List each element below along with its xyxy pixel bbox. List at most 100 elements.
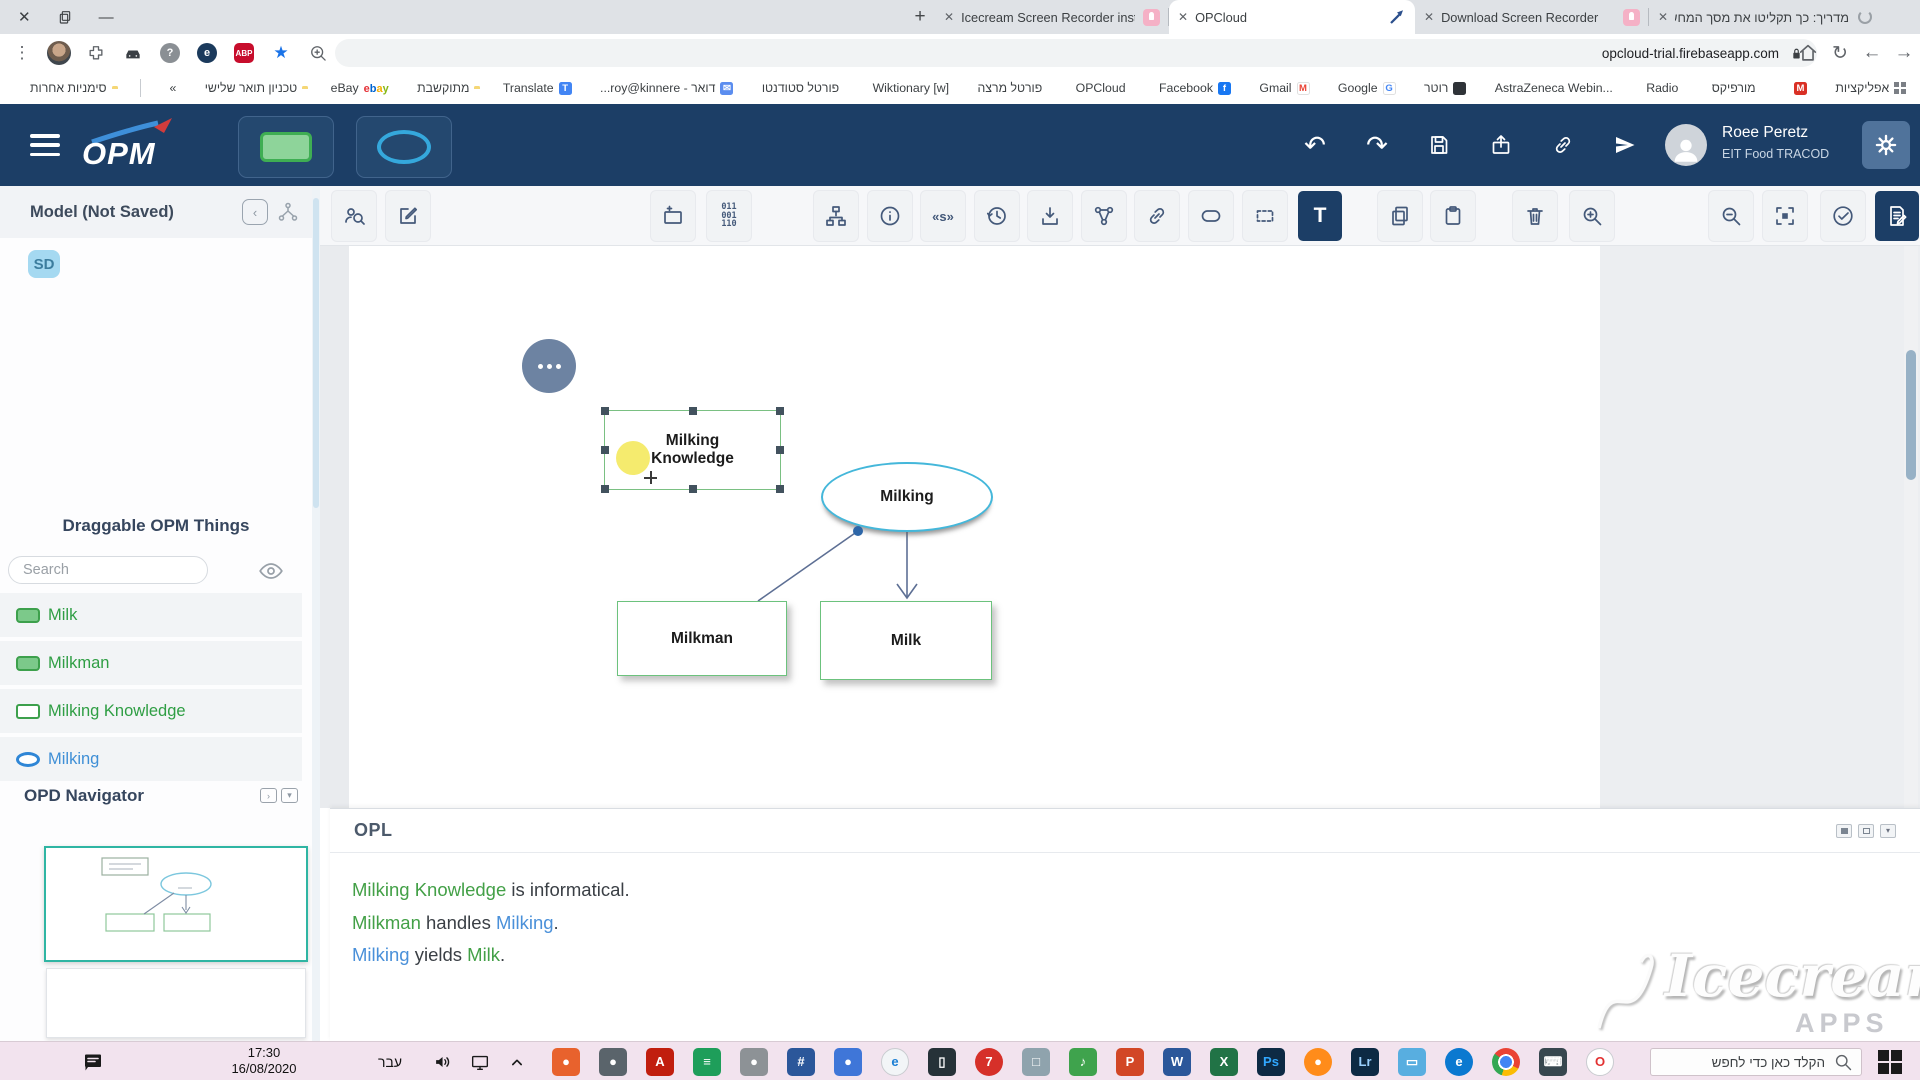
bookmark-item-19[interactable]: M [1789,81,1807,95]
network-icon[interactable] [465,1042,495,1080]
search-input[interactable] [8,556,208,584]
chevron-right-icon[interactable]: › [260,788,277,803]
edge-app[interactable]: e [1445,1047,1473,1076]
tool-history[interactable] [975,191,1019,241]
acrobat-reader-app[interactable]: A [646,1047,674,1076]
extensions-puzzle-icon[interactable] [84,41,108,65]
tool-zoom-in[interactable] [1570,191,1614,241]
taskbar-search[interactable]: הקלד כאן כדי לחפש [1650,1048,1862,1076]
opl-restore-button[interactable] [1836,823,1852,838]
display-app[interactable]: □ [1022,1047,1050,1076]
draggable-thing-milkman[interactable]: Milkman [0,641,302,685]
settings-gear-button[interactable] [1862,121,1910,169]
eye-icon[interactable] [258,558,284,584]
new-tab-button[interactable]: + [914,6,926,27]
bookmark-item-3[interactable]: טכניון תואר שלישי [204,81,298,95]
calc-table-app[interactable]: # [787,1047,815,1076]
save-button[interactable] [1420,126,1458,164]
forward-icon[interactable]: → [1894,42,1914,63]
draggable-thing-milking[interactable]: Milking [0,737,302,781]
word-app[interactable]: W [1163,1047,1191,1076]
camera-app[interactable]: ● [599,1047,627,1076]
tool-paste[interactable] [1431,191,1475,241]
icecream-recorder-app[interactable]: ● [552,1047,580,1076]
collaboration-icon[interactable] [276,200,300,224]
selection-handle[interactable] [601,485,609,493]
firefox-app[interactable]: ● [1304,1047,1332,1076]
tool-hierarchy[interactable] [814,191,858,241]
browser-tab-1[interactable]: ✕ OPCloud [1169,0,1415,34]
reload-icon[interactable]: ↻ [1832,42,1848,64]
adblock-icon[interactable]: ABP [232,41,256,65]
tool-opl-quotes[interactable]: «s» [921,191,965,241]
profile-avatar[interactable] [47,41,71,65]
language-indicator[interactable]: עבר [378,1053,403,1070]
tool-link-tool[interactable] [1135,191,1179,241]
bookmark-item-7[interactable]: דואר - roy@kinnere...✉ [600,81,734,95]
export-button[interactable] [1482,126,1520,164]
draggable-thing-milk[interactable]: Milk [0,593,302,637]
canvas-sheet[interactable] [349,246,1600,808]
chrome-app[interactable] [1492,1047,1520,1076]
media-red-app[interactable]: 7 [975,1047,1003,1076]
redo-button[interactable]: ↷ [1366,129,1388,160]
tool-select-area[interactable] [1243,191,1287,241]
chevron-down-icon[interactable]: ▾ [281,788,298,803]
bookmark-item-10[interactable]: פורטל מרצה [977,81,1043,95]
opd-navigator-thumbnail[interactable] [44,846,308,962]
tool-copy[interactable] [1378,191,1422,241]
touch-keyboard[interactable]: ⌨ [1539,1047,1567,1076]
opera-app[interactable]: O [1586,1047,1614,1076]
tool-edit-model[interactable] [386,191,430,241]
bookmark-star-icon[interactable]: ★ [273,43,289,62]
selection-handle[interactable] [689,407,697,415]
phone-app[interactable]: ▯ [928,1047,956,1076]
browser-tab-0[interactable]: ✕ Icecream Screen Recorder installe [935,0,1169,34]
edge-legacy-app[interactable]: e [881,1047,909,1076]
menu-dots-icon[interactable]: ⋮ [13,43,31,62]
question-extension-icon[interactable]: ? [158,41,182,65]
tool-opl-document[interactable] [1875,191,1919,241]
tool-delete[interactable] [1513,191,1557,241]
tab-close-icon[interactable]: ✕ [1658,10,1669,24]
opl-minimize-button[interactable]: ▾ [1880,823,1896,838]
tool-about-info[interactable] [868,191,912,241]
bookmark-item-18[interactable]: מורפיקס [1711,81,1756,95]
lock-icon[interactable] [1788,45,1805,62]
sidebar-scrollbar[interactable] [312,186,320,1041]
tool-graph-nodes[interactable] [1082,191,1126,241]
lightroom-app[interactable]: Lr [1351,1047,1379,1076]
tab-close-icon[interactable]: ✕ [1424,10,1435,24]
selection-handle[interactable] [601,446,609,454]
canvas-vertical-scrollbar[interactable] [1904,246,1918,808]
node-milking[interactable]: Milking [821,462,993,532]
blue-app[interactable]: ● [834,1047,862,1076]
browser-tab-3[interactable]: ✕ מדריך: כך תקליטו את מסך המחש [1649,0,1883,34]
bookmark-item-5[interactable]: מתוקשבת [417,81,470,95]
send-button[interactable] [1606,126,1644,164]
selection-handle[interactable] [776,485,784,493]
windows-start-button[interactable] [1878,1050,1902,1074]
bookmark-item-17[interactable]: Radio [1646,81,1679,95]
tool-validate[interactable] [1821,191,1865,241]
tool-text-tool[interactable]: T [1298,191,1342,241]
bookmark-item-15[interactable]: רוטר [1424,81,1467,95]
photoshop-app[interactable]: Ps [1257,1047,1285,1076]
powerpoint-app[interactable]: P [1116,1047,1144,1076]
draggable-thing-milking-knowledge[interactable]: Milking Knowledge [0,689,302,733]
green-media-app[interactable]: ♪ [1069,1047,1097,1076]
hamburger-menu-icon[interactable] [30,134,60,156]
opd-navigator-thumbnail-next[interactable] [46,968,306,1038]
canvas-context-button[interactable] [522,339,576,393]
tool-zoom-out[interactable] [1709,191,1753,241]
close-icon[interactable]: ✕ [18,9,31,26]
notifications-icon[interactable] [78,1042,108,1080]
e-extension-icon[interactable]: e [195,41,219,65]
undo-button[interactable]: ↶ [1304,129,1326,160]
tab-close-icon[interactable]: ✕ [944,10,955,24]
tool-state-tool[interactable] [1189,191,1233,241]
